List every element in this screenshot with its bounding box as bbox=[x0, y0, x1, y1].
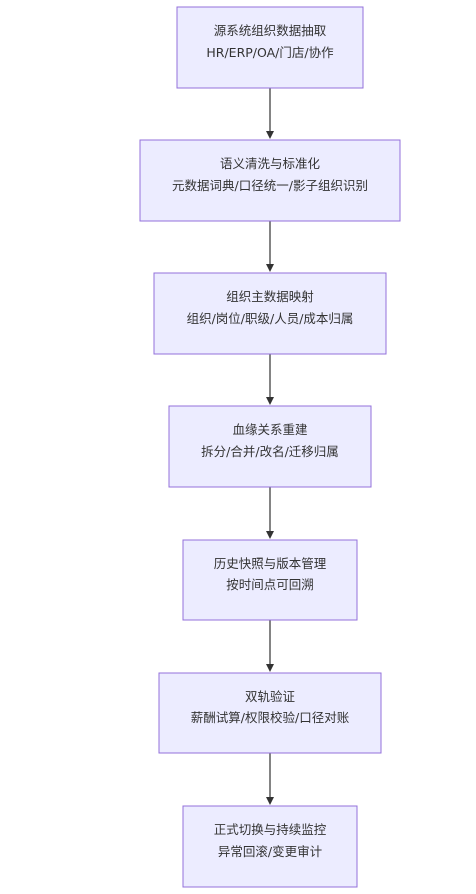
flow-edges bbox=[266, 88, 274, 805]
node-detail: 拆分/合并/改名/迁移归属 bbox=[201, 444, 339, 459]
node-box bbox=[176, 6, 364, 89]
node-title: 源系统组织数据抽取 bbox=[214, 23, 327, 38]
node-detail: 薪酬试算/权限校验/口径对账 bbox=[191, 710, 350, 725]
flow-node-cutover: 正式切换与持续监控 异常回滚/变更审计 bbox=[182, 805, 358, 888]
flow-arrow-6 bbox=[266, 753, 274, 805]
flow-node-mapping: 组织主数据映射 组织/岗位/职级/人员/成本归属 bbox=[153, 272, 387, 355]
node-box bbox=[168, 405, 372, 488]
node-title: 组织主数据映射 bbox=[226, 289, 314, 304]
node-title: 历史快照与版本管理 bbox=[214, 556, 327, 571]
node-detail: 按时间点可回溯 bbox=[226, 577, 314, 592]
node-detail: HR/ERP/OA/门店/协作 bbox=[206, 45, 334, 60]
node-title: 正式切换与持续监控 bbox=[214, 822, 327, 837]
flow-node-snapshot: 历史快照与版本管理 按时间点可回溯 bbox=[182, 539, 358, 621]
node-detail: 异常回滚/变更审计 bbox=[218, 844, 322, 859]
node-detail: 元数据词典/口径统一/影子组织识别 bbox=[172, 178, 368, 193]
node-box bbox=[158, 672, 382, 754]
flow-arrow-4 bbox=[266, 487, 274, 539]
node-detail: 组织/岗位/职级/人员/成本归属 bbox=[187, 311, 354, 326]
flow-node-extract: 源系统组织数据抽取 HR/ERP/OA/门店/协作 bbox=[176, 6, 364, 89]
flow-arrow-1 bbox=[266, 88, 274, 139]
flow-arrow-5 bbox=[266, 620, 274, 672]
flow-node-cleanse: 语义清洗与标准化 元数据词典/口径统一/影子组织识别 bbox=[139, 139, 401, 222]
flow-arrow-3 bbox=[266, 354, 274, 405]
flow-node-validation: 双轨验证 薪酬试算/权限校验/口径对账 bbox=[158, 672, 382, 754]
node-box bbox=[153, 272, 387, 355]
flow-arrow-2 bbox=[266, 221, 274, 272]
flow-node-lineage: 血缘关系重建 拆分/合并/改名/迁移归属 bbox=[168, 405, 372, 488]
node-box bbox=[182, 805, 358, 888]
node-title: 血缘关系重建 bbox=[232, 422, 308, 437]
node-box bbox=[139, 139, 401, 222]
node-box bbox=[182, 539, 358, 621]
node-title: 语义清洗与标准化 bbox=[220, 156, 321, 171]
node-title: 双轨验证 bbox=[245, 689, 296, 704]
